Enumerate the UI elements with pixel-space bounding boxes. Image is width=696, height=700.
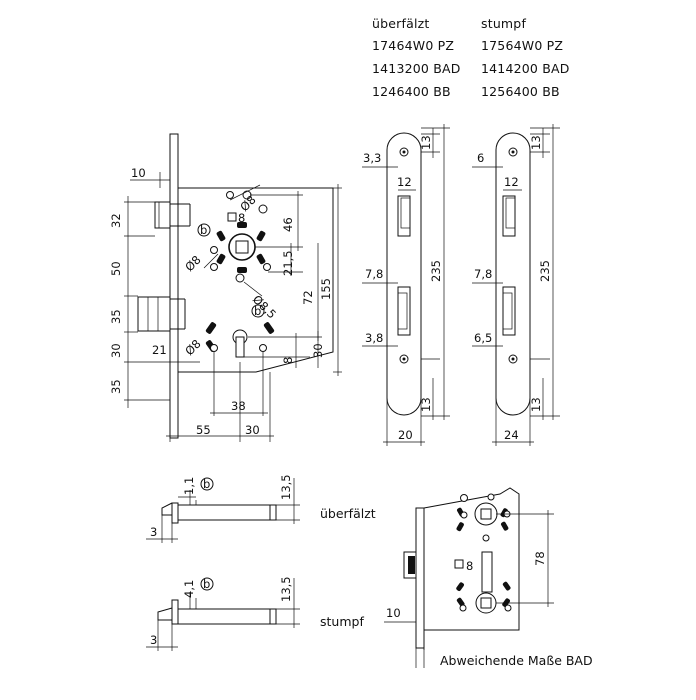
- dim-square-8: 8: [238, 211, 245, 225]
- dim-20: 20: [398, 428, 413, 442]
- dim-3: 3: [150, 525, 157, 539]
- dim-35-bottom: 35: [109, 379, 123, 394]
- dim-30: 30: [109, 343, 123, 358]
- dim-12: 12: [397, 175, 412, 189]
- dim-o8-left: Ø8: [182, 253, 203, 274]
- dim-46: 46: [281, 217, 295, 232]
- dim-o8-bottom: Ø8: [182, 337, 203, 358]
- dim-square-8: 8: [466, 559, 473, 573]
- dim-235: 235: [538, 260, 552, 282]
- dim-1-1: 1,1: [182, 477, 196, 495]
- dim-13-5: 13,5: [279, 474, 293, 500]
- model-header: überfälzt 17464W0 PZ 1413200 BAD 1246400…: [372, 16, 570, 99]
- dim-24: 24: [504, 428, 519, 442]
- bolt-label: überfälzt: [320, 506, 376, 521]
- header-col2-title: stumpf: [481, 16, 526, 31]
- dim-3-3: 3,3: [363, 151, 381, 165]
- dim-21-5: 21,5: [281, 250, 295, 276]
- marker-b: b: [203, 577, 210, 591]
- dim-6-5: 6,5: [474, 331, 492, 345]
- latch: [154, 201, 171, 229]
- main-lock-drawing: b b 10 32 50 35 30 35 21 38 55 30: [109, 133, 342, 442]
- dim-13-5: 13,5: [279, 576, 293, 602]
- header-col2-item: 1414200 BAD: [481, 61, 570, 76]
- faceplate: [169, 133, 179, 439]
- dim-72: 72: [301, 290, 315, 305]
- lock-body: [178, 187, 334, 373]
- dim-13-top: 13: [419, 135, 433, 150]
- marker-b: b: [254, 304, 261, 318]
- dim-3: 3: [150, 633, 157, 647]
- bolt-detail-stumpf: 4,1 b 13,5 3 stumpf: [146, 576, 364, 651]
- dim-13-top: 13: [529, 135, 543, 150]
- header-col1-item: 1246400 BB: [372, 84, 451, 99]
- dim-8: 8: [281, 357, 295, 364]
- dim-155: 155: [319, 278, 333, 300]
- dim-32: 32: [109, 213, 123, 228]
- marker-b: b: [203, 477, 210, 491]
- bolt-detail-ueberfaelzt: 1,1 b 13,5 3 überfälzt: [146, 474, 376, 543]
- dim-30-right: 30: [311, 343, 325, 358]
- bolt-label: stumpf: [320, 614, 364, 629]
- dim-10: 10: [386, 606, 401, 620]
- bad-caption: Abweichende Maße BAD: [440, 653, 593, 668]
- header-col1-title: überfälzt: [372, 16, 429, 31]
- dim-30-bottom: 30: [245, 423, 260, 437]
- marker-b: b: [200, 223, 207, 237]
- dim-4-1: 4,1: [182, 580, 196, 598]
- dim-35: 35: [109, 309, 123, 324]
- dim-13-bottom: 13: [529, 397, 543, 412]
- dim-6: 6: [477, 151, 484, 165]
- header-col2-item: 1256400 BB: [481, 84, 560, 99]
- dim-78: 78: [533, 551, 547, 566]
- bad-lock-drawing: 8 78 10 Abweichende Maße BAD: [384, 487, 593, 668]
- header-col1-item: 17464W0 PZ: [372, 38, 454, 53]
- dim-55: 55: [196, 423, 211, 437]
- dim-21: 21: [152, 343, 167, 357]
- dim-7-8: 7,8: [365, 267, 383, 281]
- dim-50: 50: [109, 261, 123, 276]
- lock-body: [423, 487, 520, 631]
- dim-7-8: 7,8: [474, 267, 492, 281]
- faceplate-stumpf: 6 12 13 7,8 6,5 235 13 24: [472, 124, 560, 446]
- dim-10: 10: [131, 166, 146, 180]
- dim-12: 12: [504, 175, 519, 189]
- header-col1-item: 1413200 BAD: [372, 61, 461, 76]
- faceplate-ueberfaelzt: 3,3 12 13 7,8 3,8 235 13 20: [362, 124, 450, 446]
- faceplate: [415, 507, 425, 649]
- dim-13-bottom: 13: [419, 397, 433, 412]
- dim-3-8: 3,8: [365, 331, 383, 345]
- deadbolt: [137, 296, 171, 332]
- header-col2-item: 17564W0 PZ: [481, 38, 563, 53]
- dim-235: 235: [429, 260, 443, 282]
- dim-38: 38: [231, 399, 246, 413]
